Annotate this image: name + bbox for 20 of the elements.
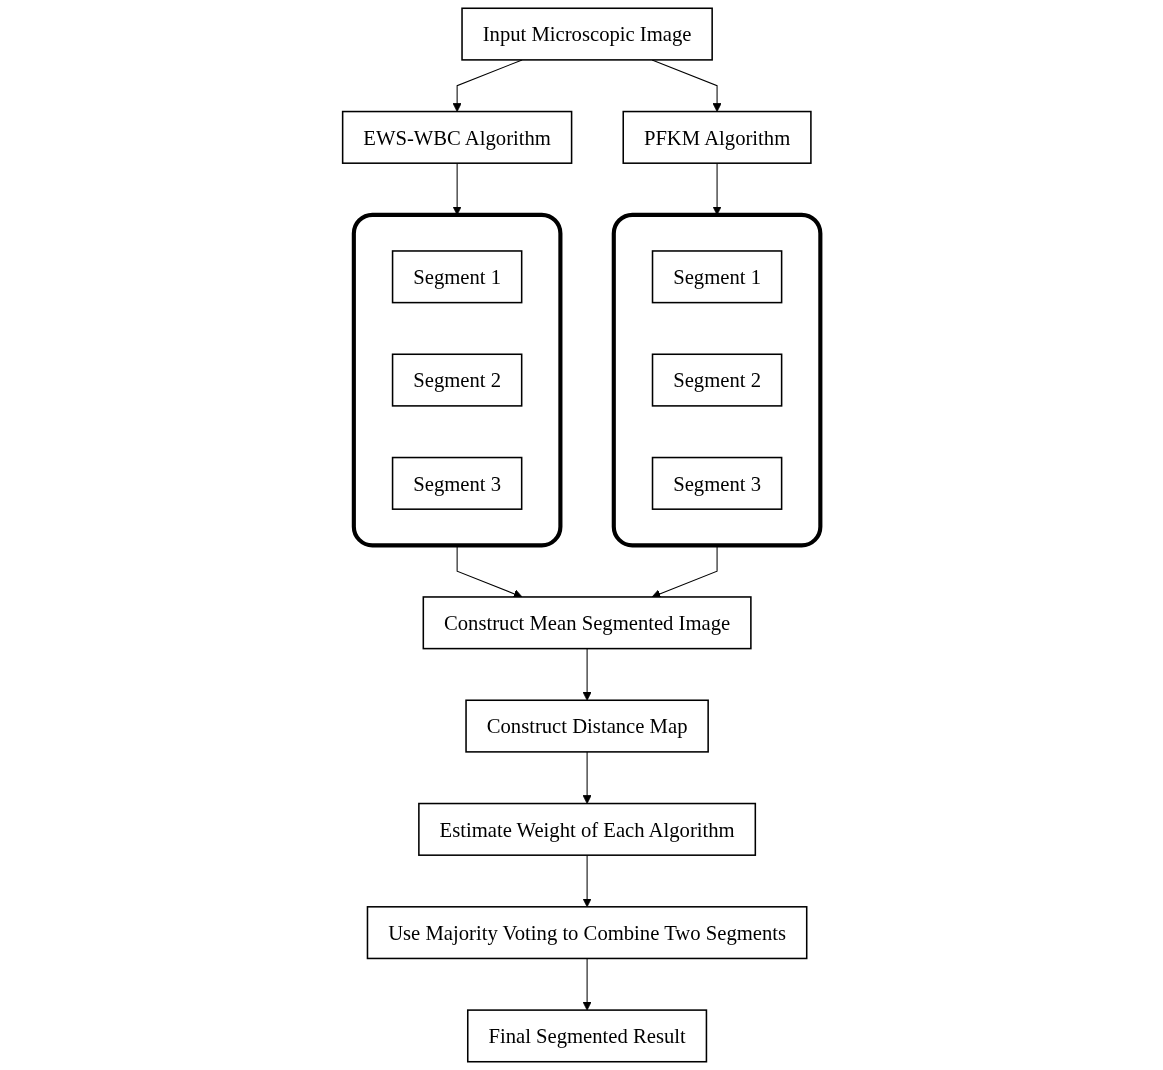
node-box: Estimate Weight of Each Algorithm [418,802,757,856]
arrow [582,648,592,701]
arrow [582,854,592,908]
arrow [582,751,592,804]
node-box: Segment 2 [391,353,523,407]
node-box: Segment 3 [651,456,783,510]
node-box: Segment 1 [651,250,783,304]
node-box: Use Majority Voting to Combine Two Segments [366,906,808,960]
cluster [351,212,563,548]
node-box: EWS-WBC Algorithm [341,110,573,164]
node-box: Construct Distance Map [465,699,709,753]
arrow [582,957,592,1011]
node-box: Final Segmented Result [467,1009,708,1063]
node-box: PFKM Algorithm [622,110,812,164]
node-box: Construct Mean Segmented Image [422,596,752,650]
node-box: Segment 1 [391,250,523,304]
cluster [611,212,823,548]
node-box: Input Microscopic Image [461,7,713,61]
node-box: Segment 3 [391,456,523,510]
node-box: Segment 2 [651,353,783,407]
